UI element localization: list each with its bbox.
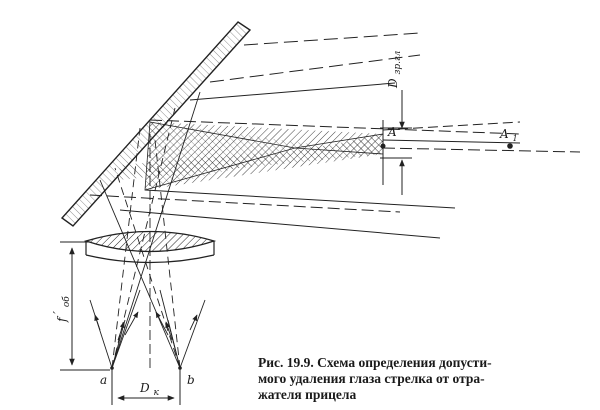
label-dk-main: D [139,381,150,395]
light-beam-bundle [118,121,384,191]
figure-caption: Рис. 19.9. Схема определения допусти- мо… [258,355,593,403]
ray-arrows [94,311,198,341]
label-dk-sub: к [153,388,159,398]
label-d-eye-main: D [386,78,400,89]
caption-line-2: мого удаления глаза стрелка от отра- [258,371,485,386]
svg-text:A 1: A 1 [499,127,518,143]
label-f-sub: об [61,296,72,307]
ray-lines [89,32,581,239]
label-a1: A 1 [499,127,518,143]
label-point-a-upper: A [387,125,397,139]
svg-text:f ′ об: f ′ об [51,296,72,323]
point-a-dot [110,366,114,370]
caption-line-1: Рис. 19.9. Схема определения допусти- [258,355,492,370]
svg-text:D зр.гл: D зр.гл [386,50,403,89]
label-a1-main: A [499,127,509,141]
label-d-eye: D зр.гл [386,50,403,89]
label-f-main: f [55,315,69,323]
label-point-a: a [100,373,107,387]
label-f-prime: ′ [51,311,65,314]
point-b-dot [178,366,182,370]
focal-length-dimension [60,241,110,371]
svg-text:D к: D к [139,381,159,398]
dk-dimension [111,368,181,405]
caption-line-3: жателя прицела [258,387,357,402]
label-a1-sub: 1 [513,134,518,143]
point-a-upper-dot [380,143,386,149]
point-a1-dot [507,143,513,149]
label-d-eye-sub: зр.гл [393,50,403,74]
label-dk: D к [139,381,159,398]
label-f-ob: f ′ об [51,296,72,323]
label-point-b: b [187,373,195,387]
objective-lens [83,230,217,264]
exit-pupil-dimension [380,90,412,195]
